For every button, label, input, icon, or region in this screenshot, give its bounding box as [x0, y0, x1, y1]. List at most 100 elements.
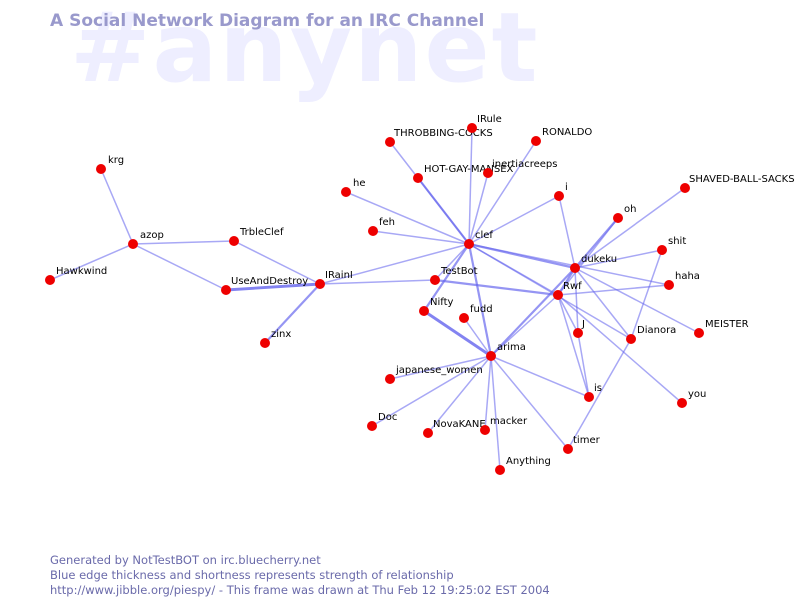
node-label: timer: [573, 435, 601, 446]
node-dot: [613, 213, 623, 223]
node-haha: haha: [664, 271, 700, 290]
node-ronaldo: RONALDO: [531, 127, 592, 146]
node-dot: [677, 398, 687, 408]
node-dot: [430, 275, 440, 285]
node-dot: [459, 313, 469, 323]
node-label: shit: [668, 236, 686, 247]
edge-clef-testbot: [434, 243, 470, 281]
edge-rwf-j: [557, 294, 579, 334]
node-dot: [367, 421, 377, 431]
node-label: feh: [379, 217, 395, 228]
node-testbot: TestBot: [430, 266, 478, 285]
edge-rwf-is: [557, 294, 590, 398]
node-dot: [96, 164, 106, 174]
node-azop: azop: [128, 230, 164, 249]
edge-arima-doc: [371, 355, 492, 427]
node-anything: Anything: [495, 456, 551, 475]
edge-azop-useanddestroy: [132, 243, 227, 291]
node-dot: [423, 428, 433, 438]
node-is: is: [584, 383, 602, 402]
node-label: Anything: [506, 456, 551, 467]
edge-arima-rwf: [490, 294, 559, 357]
node-dot: [584, 392, 594, 402]
edge-dianora-shit: [630, 249, 663, 340]
edge-feh-clef: [372, 230, 470, 245]
node-label: is: [594, 383, 602, 394]
edge-iraini-clef: [319, 243, 470, 285]
node-label: THROBBING-COCKS: [393, 128, 493, 139]
edge-rwf-you: [557, 294, 683, 404]
node-label: RONALDO: [542, 127, 592, 138]
node-label: UseAndDestroy: [231, 276, 308, 287]
node-doc: Doc: [367, 412, 397, 431]
node-dot: [128, 239, 138, 249]
node-zinx: zinx: [260, 329, 291, 348]
edge-azop-trbleclef: [132, 240, 235, 245]
edge-inertiacreeps-clef: [468, 172, 489, 245]
node-label: IRule: [477, 114, 502, 125]
edge-clef-nifty: [423, 243, 470, 312]
node-dukeku: dukeku: [570, 254, 617, 273]
node-macker: macker: [480, 416, 528, 435]
node-shit: shit: [657, 236, 686, 255]
node-dot: [45, 275, 55, 285]
node-timer: timer: [563, 435, 601, 454]
edge-trbleclef-iraini: [233, 240, 321, 285]
edge-ronaldo-clef: [468, 140, 537, 245]
edge-rwf-haha: [557, 284, 670, 296]
node-inertiacreeps: inertiacreeps: [483, 159, 557, 178]
edge-rwf-oh: [557, 217, 619, 296]
node-dot: [626, 334, 636, 344]
footer-url-timestamp: http://www.jibble.org/piespy/ - This fra…: [50, 583, 550, 597]
footer-legend-note: Blue edge thickness and shortness repres…: [50, 568, 454, 582]
node-label: clef: [475, 230, 493, 241]
edge-dukeku-shaved-ball-sacks: [574, 187, 686, 269]
edge-iraini-zinx: [264, 283, 321, 344]
node-iraini: IRainI: [315, 270, 353, 289]
node-clef: clef: [464, 230, 493, 249]
node-dot: [486, 351, 496, 361]
node-dot: [419, 306, 429, 316]
edge-arima-fudd: [463, 317, 492, 357]
node-label: oh: [624, 204, 636, 215]
node-dot: [467, 123, 477, 133]
node-krg: krg: [96, 155, 124, 174]
edge-arima-dukeku: [490, 267, 576, 357]
edge-irule-clef: [468, 127, 473, 245]
edge-arima-is: [490, 355, 590, 398]
node-irule: IRule: [467, 114, 502, 133]
node-label: MEISTER: [705, 319, 749, 330]
node-label: he: [353, 178, 366, 189]
edge-iraini-testbot: [319, 279, 436, 285]
node-japanese-women: japanese_women: [385, 365, 483, 384]
edge-krg-azop: [100, 168, 134, 245]
node-dot: [385, 137, 395, 147]
edge-arima-japanese-women: [389, 355, 492, 380]
node-dot: [260, 338, 270, 348]
edge-clef-arima: [467, 243, 493, 357]
node-label: haha: [675, 271, 700, 282]
edge-arima-timer: [490, 355, 569, 450]
node-label: dukeku: [581, 254, 617, 265]
edge-clef-dianora: [468, 243, 632, 340]
node-throbbing-cocks: THROBBING-COCKS: [385, 128, 493, 147]
node-label: IRainI: [325, 270, 353, 281]
edge-dukeku-i: [558, 195, 576, 269]
node-dot: [573, 328, 583, 338]
node-label: NovaKANE: [433, 419, 486, 430]
node-oh: oh: [613, 204, 636, 223]
node-dot: [657, 245, 667, 255]
node-label: Dianora: [637, 325, 676, 336]
edge-he-clef: [345, 191, 470, 245]
node-dot: [229, 236, 239, 246]
node-dot: [664, 280, 674, 290]
node-dot: [694, 328, 704, 338]
node-label: Nifty: [430, 297, 454, 308]
node-label: krg: [108, 155, 124, 166]
edge-hot-gay-mansex-clef: [417, 177, 470, 245]
node-label: japanese_women: [395, 365, 483, 376]
node-label: J: [581, 319, 585, 330]
node-dot: [385, 374, 395, 384]
node-you: you: [677, 389, 706, 408]
